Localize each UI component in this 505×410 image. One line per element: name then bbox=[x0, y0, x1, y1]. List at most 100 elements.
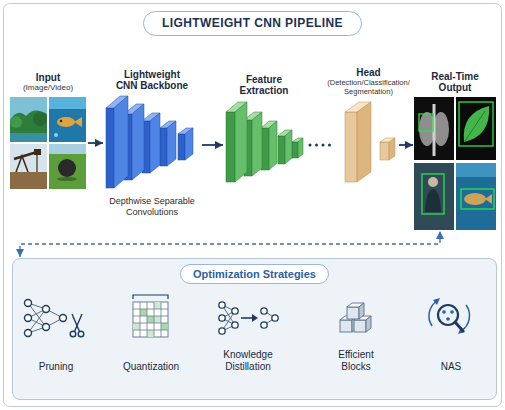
pruning-icon bbox=[28, 303, 46, 327]
input-photo bbox=[57, 177, 77, 181]
head-stage: Head(Detection/Classification/ Segmentat… bbox=[340, 100, 397, 190]
feature-layers bbox=[244, 112, 262, 120]
input-photo bbox=[10, 110, 47, 142]
feature-stage: Feature Extraction bbox=[224, 100, 304, 190]
feature-layers bbox=[278, 130, 292, 136]
distillation-icon bbox=[222, 305, 235, 311]
pruning-icon bbox=[70, 314, 84, 337]
distillation-icon bbox=[219, 302, 278, 334]
pruning-icon bbox=[46, 309, 63, 318]
quantization-icon bbox=[154, 302, 161, 309]
quantization-icon bbox=[133, 295, 168, 337]
nas-icon bbox=[461, 305, 470, 331]
output-photo bbox=[465, 111, 485, 141]
pruning-icon bbox=[43, 324, 50, 331]
output-photo bbox=[419, 112, 435, 146]
quantization-icon bbox=[147, 330, 154, 337]
pruning-icon bbox=[28, 327, 46, 333]
backbone-layers bbox=[106, 96, 193, 188]
strategy-label: Quantization bbox=[123, 361, 179, 373]
nas-icon bbox=[433, 298, 440, 305]
quantization-icon bbox=[133, 323, 140, 330]
pruning-icon bbox=[75, 314, 83, 332]
output-photo bbox=[456, 163, 496, 230]
pruning-icon bbox=[78, 331, 84, 337]
head-layers bbox=[345, 102, 371, 112]
output-photo bbox=[456, 97, 496, 160]
nas-icon bbox=[442, 310, 446, 314]
input-photo bbox=[10, 133, 47, 142]
output-stage: Real-Time Output bbox=[414, 97, 496, 230]
output-photo bbox=[428, 177, 438, 187]
distillation-icon bbox=[222, 311, 235, 331]
stage-subtitle: (Image/Video) bbox=[8, 83, 88, 93]
distillation-icon bbox=[272, 315, 278, 321]
nas-icon bbox=[438, 305, 458, 325]
input-photo bbox=[16, 156, 28, 172]
strategy-label: Efficient Blocks bbox=[324, 349, 388, 373]
strategy-item: Efficient Blocks bbox=[324, 291, 388, 373]
diagram-title: LIGHTWEIGHT CNN PIPELINE bbox=[143, 11, 362, 36]
text-holder: Lightweight CNN Backbone bbox=[112, 69, 192, 91]
output-photo bbox=[419, 114, 433, 131]
input-photo bbox=[14, 152, 37, 159]
blocks-icon bbox=[354, 320, 366, 332]
nas-icon bbox=[458, 327, 465, 334]
pruning-icon bbox=[46, 318, 63, 327]
feature-layers bbox=[261, 128, 269, 170]
blocks-icon bbox=[340, 303, 371, 332]
pruning-icon bbox=[60, 315, 67, 322]
input-photo bbox=[49, 144, 86, 189]
distillation-icon bbox=[222, 325, 235, 331]
quantization-icon bbox=[133, 295, 168, 299]
flow-arrow bbox=[88, 142, 103, 144]
input-photo bbox=[54, 133, 58, 137]
distillation-icon bbox=[261, 322, 267, 328]
output-photo bbox=[414, 163, 454, 230]
stage-subtitle: (Detection/Classification/ Segmentation) bbox=[313, 78, 425, 96]
output-photo bbox=[433, 112, 449, 146]
output-photo bbox=[414, 97, 454, 160]
strategy-item: NAS bbox=[419, 291, 483, 373]
distillation-icon bbox=[232, 322, 238, 328]
blocks-icon bbox=[359, 303, 364, 319]
input-photo bbox=[36, 152, 37, 172]
backbone-stage: Lightweight CNN BackboneDepthwise Separa… bbox=[104, 95, 200, 192]
distillation-icon bbox=[222, 305, 275, 331]
backbone-layers bbox=[142, 113, 160, 121]
blocks-icon bbox=[340, 316, 357, 320]
input-photo bbox=[58, 159, 76, 177]
pruning-icon bbox=[25, 300, 84, 337]
nas-icon bbox=[450, 310, 454, 314]
nas-icon bbox=[429, 298, 470, 334]
feature-layers bbox=[278, 136, 285, 164]
input-photo bbox=[49, 144, 86, 154]
backbone-layers bbox=[185, 128, 193, 160]
output-photo bbox=[461, 189, 494, 209]
output-photo bbox=[414, 163, 454, 230]
pruning-icon bbox=[28, 309, 46, 318]
stage-heading: Lightweight CNN Backbone bbox=[112, 69, 192, 91]
head-layers bbox=[380, 142, 389, 160]
quantization-icon bbox=[147, 316, 154, 323]
input-photo bbox=[10, 97, 47, 142]
quantization-icon bbox=[161, 323, 168, 330]
nas-icon bbox=[455, 322, 463, 331]
stage-heading: Real-Time Output bbox=[417, 71, 493, 93]
feature-layers bbox=[226, 112, 235, 182]
backbone-layers bbox=[124, 114, 132, 180]
backbone-layers bbox=[106, 108, 114, 188]
input-photo bbox=[49, 97, 86, 142]
head-layers bbox=[357, 102, 371, 182]
input-photo bbox=[49, 144, 86, 189]
text-holder: Head(Detection/Classification/ Segmentat… bbox=[313, 67, 425, 96]
input-photo bbox=[10, 97, 47, 142]
backbone-layers bbox=[160, 128, 167, 166]
distillation-icon bbox=[264, 318, 275, 325]
output-photo bbox=[456, 163, 496, 230]
input-photo bbox=[57, 117, 75, 127]
stage-caption: Depthwise Separable Convolutions bbox=[100, 196, 204, 218]
